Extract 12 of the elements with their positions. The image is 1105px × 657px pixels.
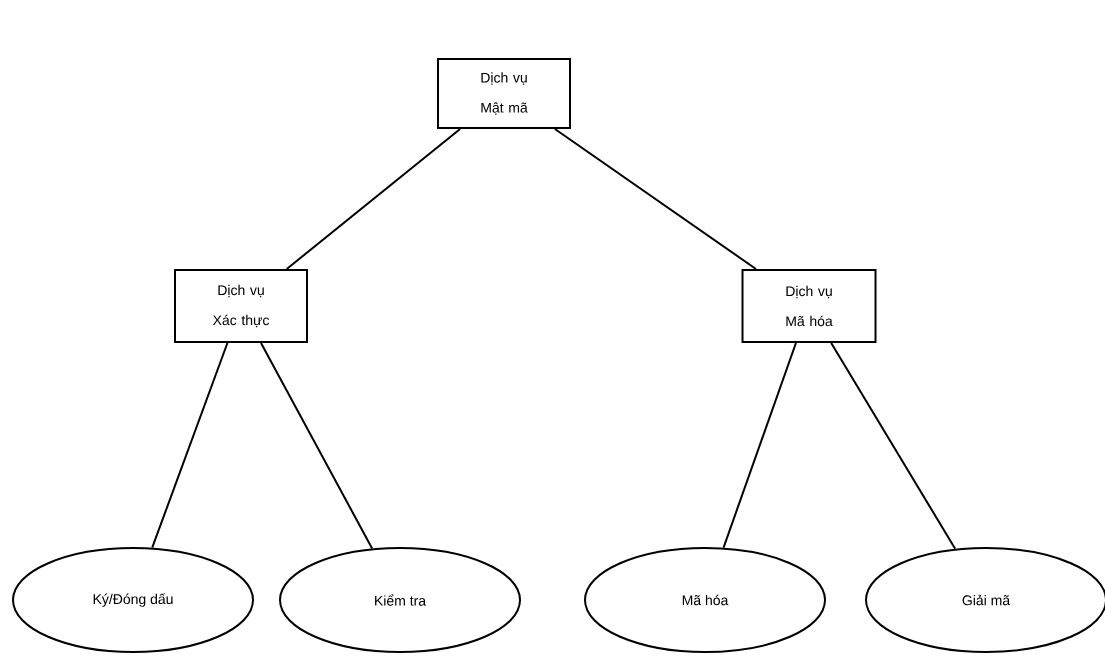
connector-line	[830, 342, 957, 550]
connector-line	[553, 128, 757, 270]
connector-line	[285, 128, 462, 270]
ellipse-node: Mã hóa	[584, 547, 826, 653]
ellipse-node: Kiểm tra	[279, 547, 521, 653]
connector-line	[151, 342, 229, 549]
connector-line	[722, 342, 797, 549]
process-box: Dịch vụ Mã hóa	[741, 269, 877, 343]
process-box: Dịch vụ Xác thực	[174, 269, 308, 343]
connector-line	[260, 342, 374, 550]
process-box: Dịch vụ Mật mã	[437, 58, 571, 129]
ellipse-node: Ký/Đóng dấu	[12, 547, 254, 653]
